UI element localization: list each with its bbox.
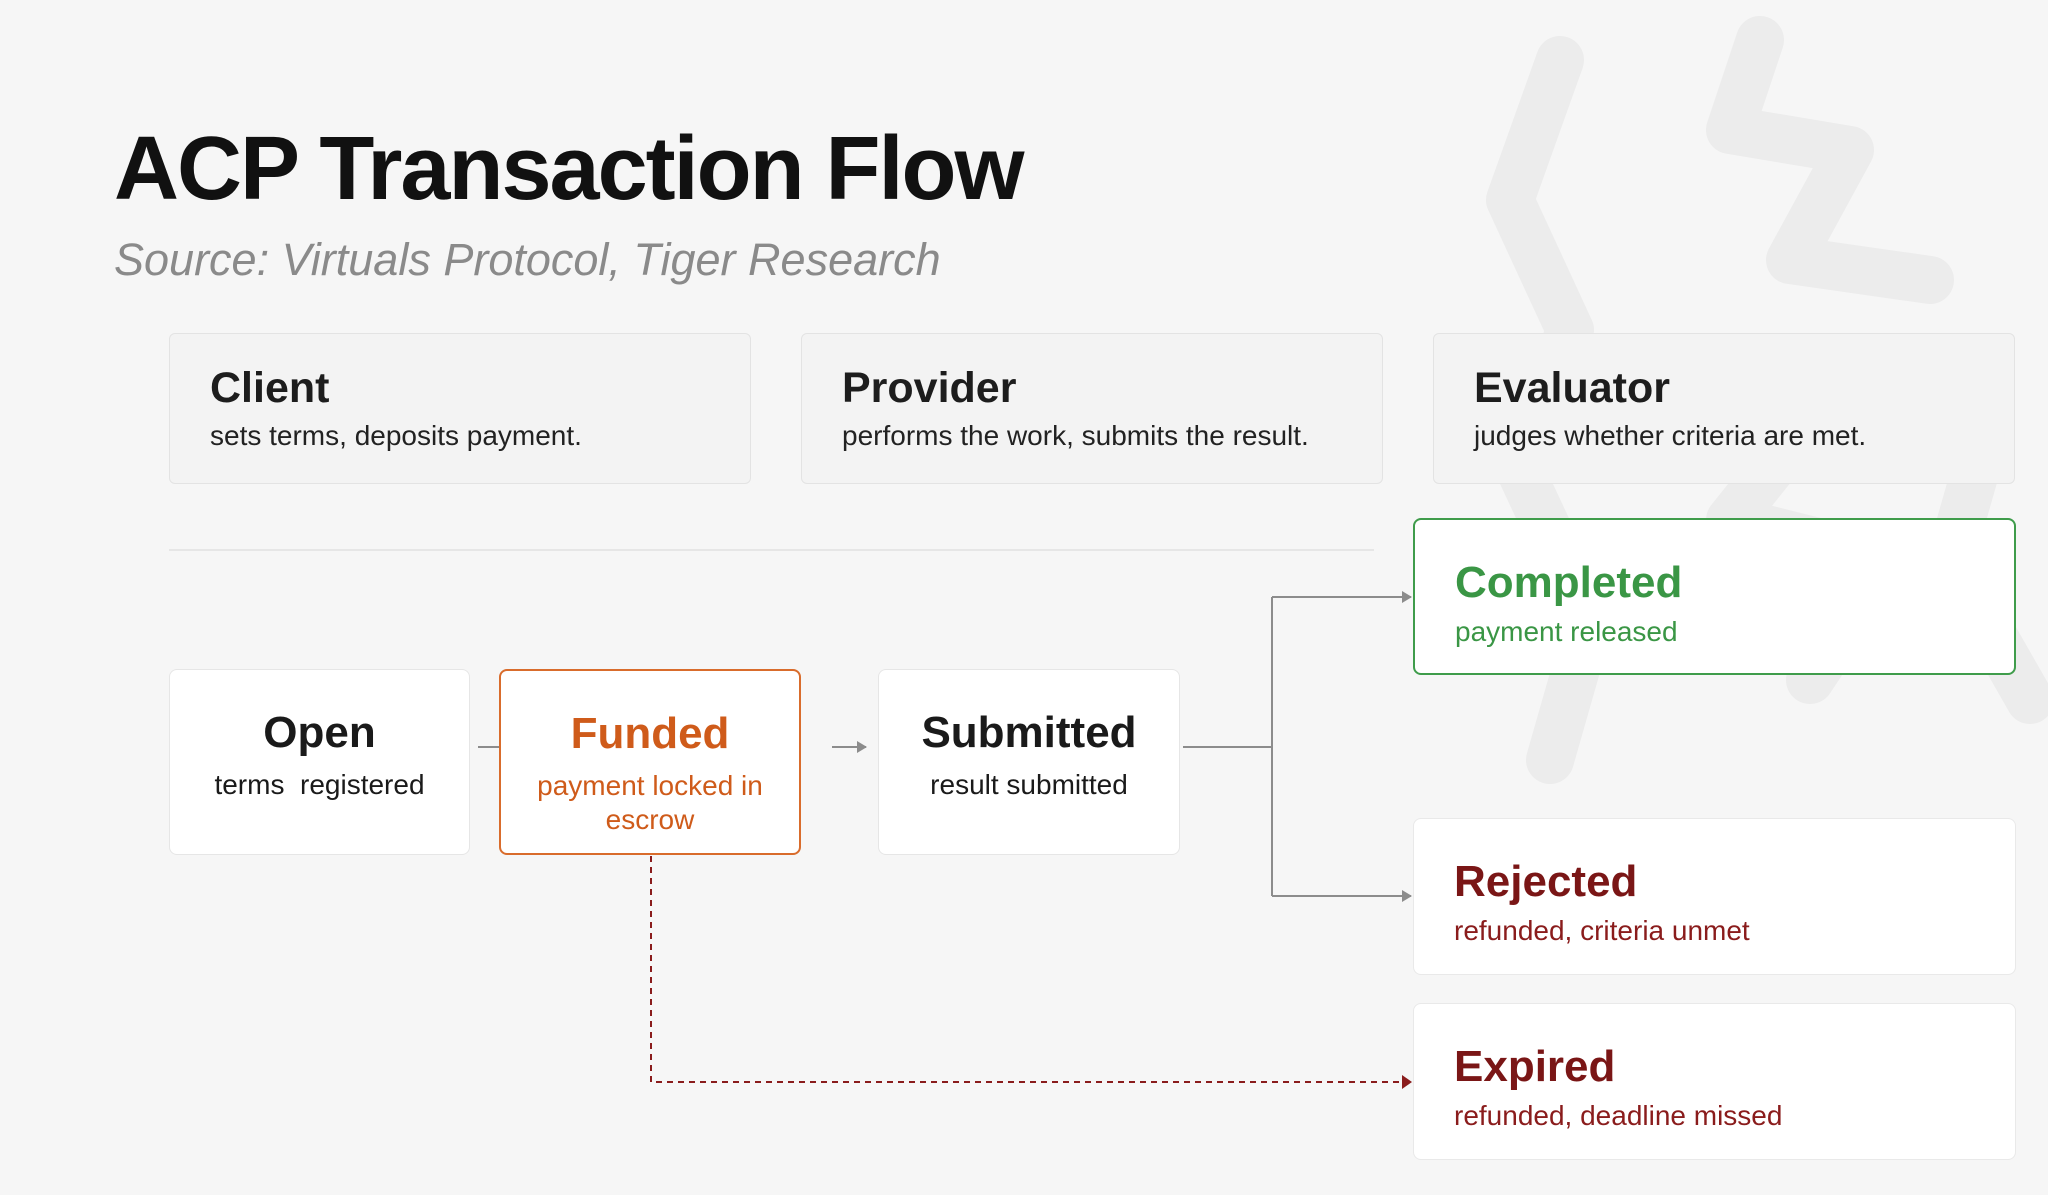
outcome-title: Expired	[1454, 1042, 1616, 1091]
section-divider	[169, 549, 1374, 551]
role-title: Client	[210, 364, 330, 412]
outcome-description: refunded, deadline missed	[1454, 1100, 1783, 1131]
page-title: ACP Transaction Flow	[114, 119, 1025, 219]
state-title: Submitted	[921, 708, 1137, 757]
outcome-title: Completed	[1455, 558, 1683, 607]
state-title: Funded	[570, 709, 730, 758]
outcome-description: refunded, criteria unmet	[1454, 915, 1750, 946]
state-submitted: Submitted result submitted	[878, 669, 1180, 855]
role-description: sets terms, deposits payment.	[210, 420, 582, 451]
role-card-client: Client sets terms, deposits payment.	[169, 333, 751, 484]
role-card-evaluator: Evaluator judges whether criteria are me…	[1433, 333, 2015, 484]
state-open: Open terms registered	[169, 669, 470, 855]
role-card-provider: Provider performs the work, submits the …	[801, 333, 1383, 484]
outcome-rejected: Rejected refunded, criteria unmet	[1413, 818, 2016, 975]
connector-funded-to-expired	[650, 856, 1412, 1089]
outcome-expired: Expired refunded, deadline missed	[1413, 1003, 2016, 1160]
state-title: Open	[263, 708, 376, 757]
state-description: terms registered	[214, 769, 425, 800]
outcome-title: Rejected	[1454, 857, 1638, 906]
state-description: result submitted	[930, 769, 1128, 800]
page-subtitle: Source: Virtuals Protocol, Tiger Researc…	[114, 234, 941, 285]
role-description: judges whether criteria are met.	[1474, 420, 1867, 451]
role-title: Provider	[842, 364, 1017, 412]
role-title: Evaluator	[1474, 364, 1670, 412]
role-description: performs the work, submits the result.	[842, 420, 1309, 451]
outcome-description: payment released	[1455, 616, 1678, 647]
state-funded: Funded payment locked in escrow	[499, 669, 801, 855]
outcome-completed: Completed payment released	[1413, 518, 2016, 675]
state-description: payment locked in escrow	[537, 770, 763, 835]
